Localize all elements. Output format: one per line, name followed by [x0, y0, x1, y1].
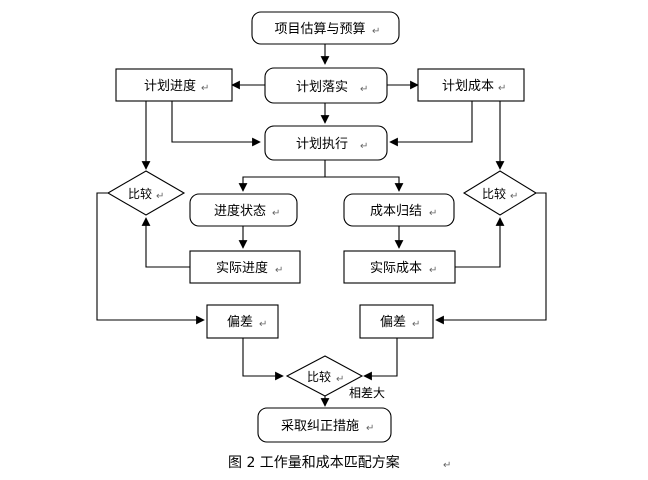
paragraph-mark: ↵: [498, 83, 506, 94]
label-large-difference: 相差大: [349, 386, 385, 400]
node-actual-progress: 实际进度 ↵: [189, 250, 301, 284]
paragraph-mark: ↵: [272, 208, 280, 219]
arrow-schedule-to-execute: [171, 101, 261, 147]
node-deviation-right: 偏差 ↵: [359, 304, 434, 339]
arrow-execute-to-progress: [238, 160, 326, 192]
node-cost-summary: 成本归结 ↵: [343, 193, 455, 227]
node-plan-schedule: 计划进度 ↵: [115, 68, 233, 102]
node-compare-bottom-label: 比较: [307, 369, 331, 384]
node-compare-right-label: 比较: [482, 186, 506, 201]
paragraph-mark: ↵: [412, 319, 420, 330]
paragraph-mark: ↵: [510, 191, 518, 202]
node-plan-implement-label: 计划落实: [296, 80, 348, 95]
node-plan-execute-label: 计划执行: [296, 137, 348, 152]
paragraph-mark: ↵: [201, 83, 209, 94]
paragraph-mark: ↵: [259, 319, 267, 330]
node-deviation-left-label: 偏差: [227, 315, 253, 330]
connectors: [96, 44, 547, 407]
node-progress-status: 进度状态 ↵: [189, 193, 298, 227]
figure-caption: 图 2 工作量和成本匹配方案: [228, 454, 400, 471]
node-deviation-left: 偏差 ↵: [206, 304, 279, 339]
node-cost-summary-label: 成本归结: [370, 204, 422, 219]
arrow-deviation-left-to-compare: [242, 338, 284, 381]
arrow-actual-progress-to-compare: [141, 217, 190, 268]
node-compare-bottom: 比较 ↵: [285, 355, 364, 397]
paragraph-mark: ↵: [372, 26, 380, 37]
node-plan-execute: 计划执行 ↵: [264, 125, 388, 161]
node-corrective: 采取纠正措施 ↵: [257, 407, 392, 443]
node-compare-right: 比较 ↵: [462, 170, 538, 216]
paragraph-mark: ↵: [156, 191, 164, 202]
arrow-actual-cost-to-compare: [455, 217, 505, 268]
node-plan-cost: 计划成本 ↵: [417, 68, 525, 102]
node-corrective-label: 采取纠正措施: [281, 419, 359, 434]
arrow-cost-to-execute: [389, 101, 473, 147]
arrow-compare-right-to-deviation: [435, 192, 547, 325]
arrow-deviation-right-to-compare: [363, 338, 398, 381]
node-plan-implement: 计划落实 ↵: [264, 67, 388, 104]
node-actual-cost-label: 实际成本: [370, 261, 422, 276]
paragraph-mark: ↵: [366, 423, 374, 434]
arrow-compare-left-to-deviation: [96, 192, 205, 325]
paragraph-mark: ↵: [336, 374, 344, 385]
node-compare-left: 比较 ↵: [106, 170, 186, 216]
paragraph-mark: ↵: [443, 460, 451, 471]
paragraph-mark: ↵: [429, 265, 437, 276]
paragraph-mark: ↵: [429, 208, 437, 219]
node-plan-schedule-label: 计划进度: [144, 78, 196, 94]
paragraph-mark: ↵: [275, 265, 283, 276]
node-estimate-label: 项目估算与预算: [274, 22, 365, 37]
node-compare-left-label: 比较: [128, 186, 152, 201]
paragraph-mark: ↵: [360, 84, 368, 95]
node-progress-status-label: 进度状态: [214, 203, 266, 219]
node-estimate: 项目估算与预算 ↵: [251, 11, 400, 45]
node-actual-progress-label: 实际进度: [216, 260, 268, 276]
node-actual-cost: 实际成本 ↵: [343, 250, 456, 284]
paragraph-mark: ↵: [360, 141, 368, 152]
arrow-execute-to-cost-summary: [325, 176, 404, 192]
node-plan-cost-label: 计划成本: [442, 79, 494, 94]
node-deviation-right-label: 偏差: [380, 315, 406, 330]
